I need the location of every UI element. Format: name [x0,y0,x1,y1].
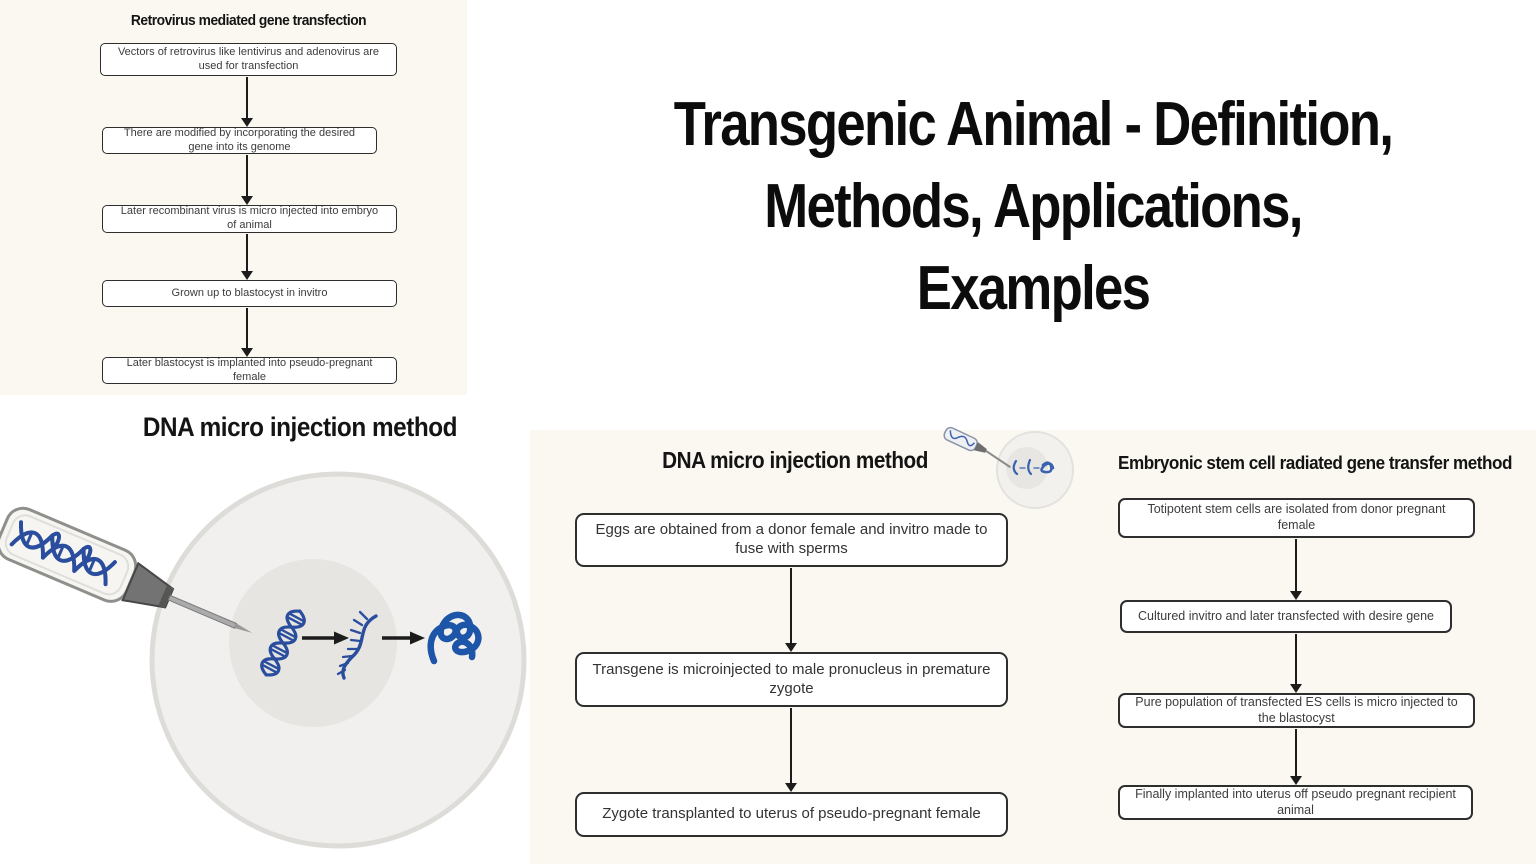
flow-arrow-down [1290,539,1302,600]
flow-step-box: Vectors of retrovirus like lentivirus an… [100,43,397,76]
dna-in-syringe-icon [9,520,117,587]
poster-title-line: Transgenic Animal - Definition, [673,90,1394,159]
flow-step-box: Transgene is microinjected to male pronu… [575,652,1008,707]
flow-arrow-down [785,708,797,792]
poster-title-line: Methods, Applications, [764,172,1303,241]
flow-arrow-down [241,308,253,357]
mini-syringe-icon [943,426,1011,469]
cell-injection-illustration [0,471,527,849]
protein-icon [427,611,482,665]
flow-step-box: Totipotent stem cells are isolated from … [1118,498,1475,538]
dna-helix-icon [260,609,306,677]
rna-strand-icon [336,610,378,680]
flow-arrow-down [785,568,797,652]
flow-arrow-down [241,155,253,205]
micro-injection-flow-title: DNA micro injection method [662,447,928,473]
micro-injection-cell-mini-icon [943,426,1074,509]
flow-step-box: Grown up to blastocyst in invitro [102,280,397,307]
poster-title: Transgenic Animal - Definition, Methods,… [605,84,1460,330]
flow-arrow-down [1290,729,1302,785]
es-cell-flow-title: Embryonic stem cell radiated gene transf… [1118,453,1512,473]
translation-arrow-icon [382,631,425,645]
mini-molecules-icon [1012,458,1055,476]
nucleus-icon [229,559,397,727]
flow-step-box: Later recombinant virus is micro injecte… [102,205,397,233]
flow-step-box: Cultured invitro and later transfected w… [1120,600,1452,633]
micro-injection-illustration-panel: DNA micro injection method [0,395,530,864]
transcription-arrow-icon [302,631,349,645]
poster-title-line: Examples [916,254,1151,323]
flow-arrow-down [241,77,253,127]
flow-step-box: Eggs are obtained from a donor female an… [575,513,1008,567]
illustration-title: DNA micro injection method [142,412,458,442]
retrovirus-flow-title: Retrovirus mediated gene transfection [130,12,367,29]
syringe-with-dna-icon [0,506,253,633]
flow-step-box: There are modified by incorporating the … [102,127,377,154]
flow-arrow-down [1290,634,1302,693]
flow-arrow-down [241,234,253,280]
flow-step-box: Zygote transplanted to uterus of pseudo-… [575,792,1008,837]
flow-step-box: Later blastocyst is implanted into pseud… [102,357,397,384]
flow-step-box: Pure population of transfected ES cells … [1118,693,1475,728]
retrovirus-flow-panel: Retrovirus mediated gene transfection Ve… [0,0,467,395]
flow-step-box: Finally implanted into uterus off pseudo… [1118,785,1473,820]
